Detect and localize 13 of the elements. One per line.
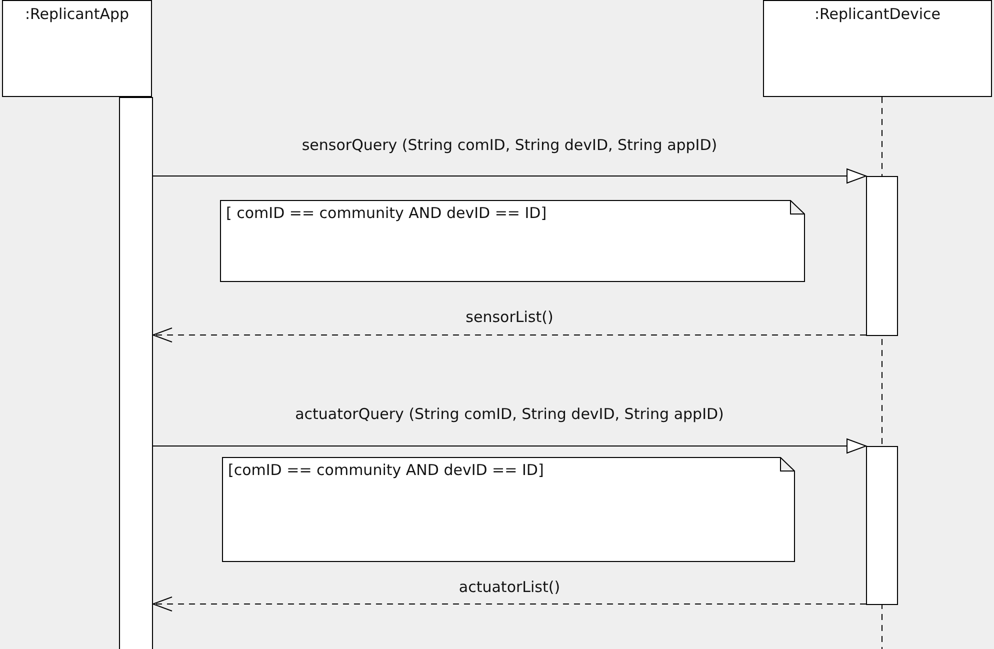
note: [ comID == community AND devID == ID] (220, 200, 805, 282)
activation-bar (866, 446, 898, 605)
lifeline-head: :ReplicantApp (2, 0, 152, 97)
message-label: actuatorQuery (String comID, String devID, String appID) (293, 405, 726, 423)
activation-bar (119, 97, 153, 649)
lifeline-head: :ReplicantDevice (763, 0, 992, 97)
message-label: sensorList() (464, 308, 556, 326)
activation-bar (866, 176, 898, 336)
note: [comID == community AND devID == ID] (222, 457, 795, 562)
message-arrow (152, 438, 866, 454)
return-arrow (152, 596, 866, 612)
return-arrow (152, 328, 866, 342)
message-arrow (152, 168, 866, 184)
